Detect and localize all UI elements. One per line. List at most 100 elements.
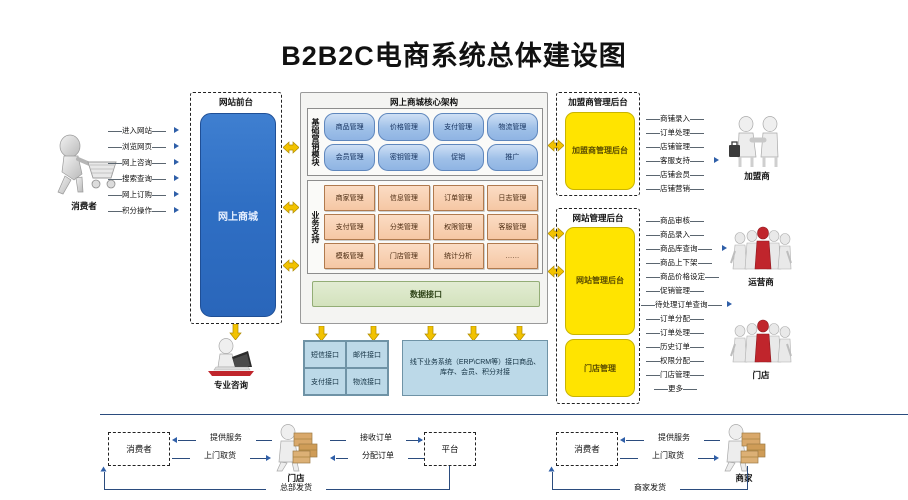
support-item[interactable]: 信息管理 [378,185,430,211]
site-admin-box[interactable]: 网站管理后台 [565,227,635,335]
interface-item[interactable]: 邮件接口 [346,341,388,368]
data-interface-bar[interactable]: 数据接口 [312,281,540,307]
flow-left-arrow-assign [330,455,335,461]
site-action-0: 商品审核 [646,216,704,225]
data-api-down-arrow-4 [467,325,480,342]
flow-right-line-ship-up [552,472,554,490]
support-item[interactable]: 客服管理 [486,214,538,240]
franchise-action-5: 店铺营销 [646,184,704,193]
consumer-action-4: 网上订购 [108,190,166,199]
module-item[interactable]: 推广 [486,143,538,171]
frontend-mall-box[interactable]: 网上商城 [200,113,276,317]
support-item[interactable]: …… [486,243,538,269]
handshake-icon [728,115,786,169]
franchise-admin-box[interactable]: 加盟商管理后台 [565,112,635,190]
consumer-action-0: 进入网站 [108,126,166,135]
support-item[interactable]: 门店管理 [378,243,430,269]
frontend-panel-label: 网站前台 [218,97,253,107]
interface-item[interactable]: 短信接口 [304,341,346,368]
operator-team-icon [730,225,792,275]
operator-caption: 运营商 [748,277,774,287]
flow-right-label-provide: 提供服务 [644,432,704,443]
flow-left-label-pickup: 上门取货 [190,450,250,461]
site-admin-panel-label: 网站管理后台 [572,213,624,223]
franchise-action-3: 客服支持 [646,156,704,165]
support-item[interactable]: 统计分析 [432,243,484,269]
business-support-section: 业务支持 商家管理 信息管理 订单管理 日志管理 支付管理 分类管理 权限管理 … [307,180,543,274]
support-item[interactable]: 权限管理 [432,214,484,240]
consumer-left-caption: 消费者 [71,201,97,211]
flow-left-arrow-pickup [266,455,271,461]
franchise-action-1: 订单处理 [646,128,704,137]
flow-left-arrow-receive [418,437,423,443]
flow-left-label-hq: 总部发货 [266,482,326,493]
flow-left-store-caption: 门店 [287,473,305,483]
interface-item[interactable]: 物流接口 [346,368,388,395]
franchise-action-0: 商铺录入 [646,114,704,123]
consumer-arrow-1 [174,143,179,149]
store-team-icon [730,318,792,368]
module-item[interactable]: 会员管理 [324,143,376,171]
advisor-laptop-icon [202,337,260,377]
consumer-action-5: 积分操作 [108,206,166,215]
support-item[interactable]: 模板管理 [324,243,376,269]
franchise-admin-panel-label: 加盟商管理后台 [568,97,628,107]
business-support-label: 业务支持 [311,211,320,243]
business-module-section: 基础营销模块 商品管理 价格管理 支付管理 物流管理 会员管理 密钥管理 促销 … [307,108,543,176]
flow-left-arrow-provide [172,437,177,443]
flow-right-arrow-provide [620,437,625,443]
module-item[interactable]: 密钥管理 [378,143,430,171]
flow-right-consumer[interactable]: 消费者 [556,432,618,466]
frontend-advisor-arrow [229,323,242,341]
franchise-action-4: 店铺会员 [646,170,704,179]
flow-right-merchant-caption: 商家 [735,473,753,483]
module-item[interactable]: 支付管理 [432,113,484,141]
site-arrow-2 [727,301,732,307]
consumer-arrow-4 [174,191,179,197]
support-item[interactable]: 支付管理 [324,214,376,240]
flow-left-label-assign: 分配订单 [348,450,408,461]
module-item[interactable]: 促销 [432,143,484,171]
frontend-core-arrow-2 [283,201,299,214]
flow-left-label-provide: 提供服务 [196,432,256,443]
flow-left-line-hq-up [104,472,106,490]
site-action-4: 商品价格设定 [646,272,719,281]
frontend-core-arrow-1 [283,141,299,154]
module-item[interactable]: 物流管理 [486,113,538,141]
flow-right-label-pickup: 上门取货 [638,450,698,461]
flow-left-consumer[interactable]: 消费者 [108,432,170,466]
data-api-down-arrow-5 [513,325,526,342]
store-caption: 门店 [752,370,770,380]
data-api-down-arrow-3 [424,325,437,342]
module-item[interactable]: 商品管理 [324,113,376,141]
flow-left-platform[interactable]: 平台 [424,432,476,466]
support-item[interactable]: 分类管理 [378,214,430,240]
courier-boxes-icon [268,424,324,472]
site-action-6: 待处理订单查询 [641,300,721,309]
frontend-core-arrow-3 [283,259,299,272]
support-item[interactable]: 日志管理 [486,185,538,211]
site-arrow-1 [722,245,727,251]
data-api-down-arrow-2 [367,325,380,342]
core-architecture-panel: 网上商城核心架构 基础营销模块 商品管理 价格管理 支付管理 物流管理 会员管理… [300,92,548,324]
site-action-2: 商品库查询 [646,244,711,253]
support-item[interactable]: 订单管理 [432,185,484,211]
consumer-action-1: 浏览网页 [108,142,166,151]
support-item[interactable]: 商家管理 [324,185,376,211]
flow-left-label-receive: 接收订单 [346,432,406,443]
consumer-arrow-2 [174,159,179,165]
store-management-box[interactable]: 门店管理 [565,339,635,397]
interface-item[interactable]: 支付接口 [304,368,346,395]
site-action-11: 门店管理 [646,370,704,379]
module-item[interactable]: 价格管理 [378,113,430,141]
franchise-admin-panel: 加盟商管理后台 加盟商管理后台 [556,92,640,196]
business-module-label: 基础营销模块 [311,118,320,166]
data-api-down-arrow-1 [315,325,328,342]
erp-crm-interface-box[interactable]: 线下业务系统（ERP\CRM等）接口商品、库存、会员、积分对接 [402,340,548,396]
courier-boxes-icon [716,424,772,472]
site-action-12: 更多 [654,384,697,393]
interface-grid: 短信接口 邮件接口 支付接口 物流接口 [303,340,389,396]
flow-right-label-ship: 商家发货 [620,482,680,493]
page-title: B2B2C电商系统总体建设图 [281,41,627,71]
franchise-arrow [714,157,719,163]
